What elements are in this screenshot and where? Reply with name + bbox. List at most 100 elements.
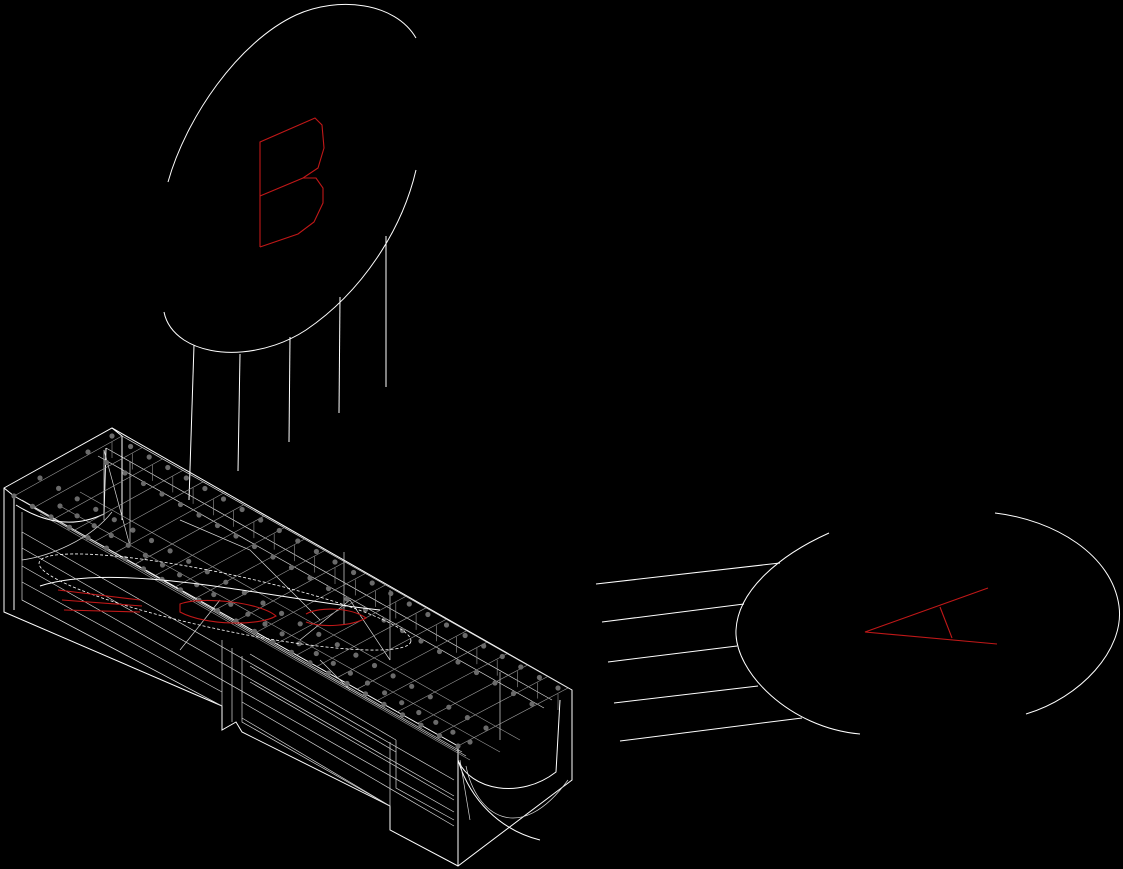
channel-panel-right [395,740,455,821]
fastener-dot [334,642,340,648]
fastener-dot [369,580,375,586]
channel-fastener-dots [11,433,561,749]
fastener-dot [214,608,221,614]
callout-a-ellipse-arc-left [735,532,861,735]
fastener-dot [399,700,405,706]
channel-top-rib [195,538,305,599]
fastener-dot [245,611,251,617]
channel-top-rib [397,653,508,713]
channel-top-rib [54,458,163,519]
fastener-dot [251,543,258,550]
callout-a-leader-3 [607,645,738,663]
fastener-dot [483,725,489,731]
fastener-dot [455,659,461,665]
channel-red-detail-mid [179,599,277,624]
fastener-dot [142,552,148,558]
fastener-dot [93,506,99,512]
fastener-dot [313,650,319,657]
channel-top-rib [34,447,143,508]
channel-top-front-edge [13,495,459,866]
fastener-dot [48,514,54,520]
fastener-dot [499,653,505,660]
fastener-dot [167,548,173,554]
channel-side-line-9 [249,665,397,753]
channel-rail-3 [105,447,553,701]
fastener-dot [140,566,147,572]
fastener-dot [177,572,183,578]
fastener-dot [399,712,406,718]
channel-top-rib [417,664,528,724]
channel-top-rib [134,504,244,565]
fastener-dot [251,628,258,635]
fastener-dot [220,496,227,502]
fastener-dot [122,470,128,476]
fastener-dot [416,709,422,716]
fastener-dot [159,491,165,497]
channel-top-rib [155,515,265,576]
channel-rail-4 [97,455,545,709]
fastener-dot [518,664,524,670]
channel-top-rib [175,527,285,588]
fastener-dot [381,701,387,707]
fastener-dot [353,652,359,658]
fastener-dot [347,670,353,676]
channel-top-rib [94,481,204,542]
fastener-dot [481,643,487,649]
callout-a-leader-5 [619,717,803,742]
fastener-dot [196,512,202,518]
fastener-dot [233,618,239,624]
channel-panel-mid [241,656,391,807]
fastener-dot [202,485,208,492]
channel-body [3,427,573,867]
fastener-dot [146,454,152,460]
fastener-dot [241,590,247,596]
fastener-dot [194,582,200,588]
channel-top-rib [74,470,183,531]
fastener-dot [344,680,350,687]
channel-side-line-6 [241,701,455,827]
channel-right-end-cap [457,690,573,866]
channel-left-end-curve [21,511,113,561]
channel-rail-5 [39,513,471,761]
fastener-dot [555,685,561,691]
fastener-dot [382,690,388,696]
channel-top-rib [316,607,427,667]
fastener-dot [450,729,456,735]
fastener-dot [330,660,336,666]
fastener-dot [130,527,136,533]
fastener-dot [148,537,155,544]
fastener-dot [296,641,302,647]
fastener-dot [467,739,473,745]
channel-top-rib [256,573,366,633]
fastener-dot [425,611,431,618]
fastener-dot [325,585,332,592]
fastener-dot [433,719,439,725]
callout-a-letter: A [930,623,931,626]
fastener-dot [427,694,433,700]
fastener-dot [446,704,452,710]
fastener-dot [258,517,264,523]
fastener-dot [390,673,396,679]
fastener-dot [473,669,480,676]
fastener-dot [529,701,535,707]
fastener-dot [279,610,285,617]
fastener-dot [510,690,517,697]
channel-cut-ellipse [38,553,412,651]
channel-side-line-1 [21,531,455,781]
callout-a-leader-4 [613,685,759,704]
fastener-dot [233,533,239,539]
callout-b-leader-5 [188,344,195,501]
channel-rail-7 [79,491,521,741]
channel-top-rib [215,550,325,610]
channel-side-line-4 [21,581,223,693]
callout-b-leader-4 [237,353,241,472]
fastener-dot [436,733,443,739]
fastener-dot [125,542,131,548]
channel-side-line-8 [249,681,455,801]
fastener-dot [462,632,468,639]
fastener-dot [85,535,91,541]
fastener-dot [128,443,134,450]
channel-top-rib [457,687,569,747]
fastener-dot [239,506,245,513]
